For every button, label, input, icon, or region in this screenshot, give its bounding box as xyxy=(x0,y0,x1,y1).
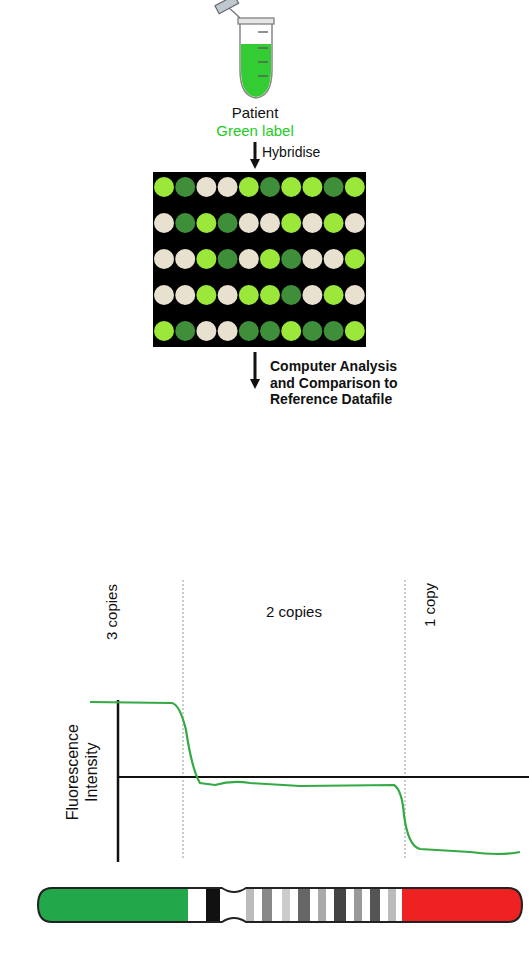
microarray-spots xyxy=(154,177,365,341)
array-spot xyxy=(218,285,238,305)
array-spot xyxy=(281,213,301,233)
array-spot xyxy=(239,321,259,341)
array-spot xyxy=(154,249,174,269)
array-spot xyxy=(260,177,280,197)
array-spot xyxy=(281,285,301,305)
array-spot xyxy=(281,321,301,341)
array-spot xyxy=(218,321,238,341)
copy-label: 2 copies xyxy=(234,603,354,621)
array-spot xyxy=(175,249,195,269)
chromosome-ideogram xyxy=(36,886,526,926)
array-spot xyxy=(218,177,238,197)
down-arrow xyxy=(254,142,257,164)
array-spot xyxy=(154,213,174,233)
array-spot xyxy=(324,285,344,305)
sample-label: Patient xyxy=(185,104,325,122)
copy-number-plot xyxy=(90,580,529,862)
array-spot xyxy=(260,285,280,305)
array-spot xyxy=(218,213,238,233)
label-note: Green label xyxy=(185,122,325,140)
array-spot xyxy=(239,213,259,233)
array-spot xyxy=(196,213,216,233)
array-spot xyxy=(154,177,174,197)
array-spot xyxy=(239,285,259,305)
array-spot xyxy=(260,321,280,341)
array-spot xyxy=(324,177,344,197)
array-spot xyxy=(239,177,259,197)
array-spot xyxy=(302,285,322,305)
array-spot xyxy=(260,213,280,233)
array-spot xyxy=(175,321,195,341)
copy-label: 3 copies xyxy=(103,567,121,657)
array-spot xyxy=(345,177,365,197)
array-spot xyxy=(345,249,365,269)
array-spot xyxy=(324,321,344,341)
array-spot xyxy=(324,213,344,233)
array-spot xyxy=(281,249,301,269)
array-spot xyxy=(196,177,216,197)
array-spot xyxy=(239,249,259,269)
array-spot xyxy=(175,285,195,305)
array-spot xyxy=(196,321,216,341)
array-spot xyxy=(175,177,195,197)
array-spot xyxy=(196,249,216,269)
array-spot xyxy=(154,285,174,305)
array-spot xyxy=(345,213,365,233)
array-spot xyxy=(154,321,174,341)
array-spot xyxy=(260,249,280,269)
array-spot xyxy=(302,321,322,341)
microarray xyxy=(153,172,366,347)
array-spot xyxy=(302,177,322,197)
array-spot xyxy=(345,321,365,341)
step-label: Computer Analysis and Comparison to Refe… xyxy=(270,358,420,408)
copy-label: 1 copy xyxy=(421,565,439,645)
array-spot xyxy=(175,213,195,233)
array-spot xyxy=(345,285,365,305)
array-spot xyxy=(324,249,344,269)
array-spot xyxy=(218,249,238,269)
test-tube xyxy=(215,0,274,98)
array-spot xyxy=(302,249,322,269)
array-spot xyxy=(281,177,301,197)
axis-label: Fluorescence Intensity xyxy=(63,717,101,827)
down-arrow xyxy=(254,352,257,384)
array-spot xyxy=(302,213,322,233)
array-spot xyxy=(196,285,216,305)
step-label: Hybridise xyxy=(262,144,342,161)
